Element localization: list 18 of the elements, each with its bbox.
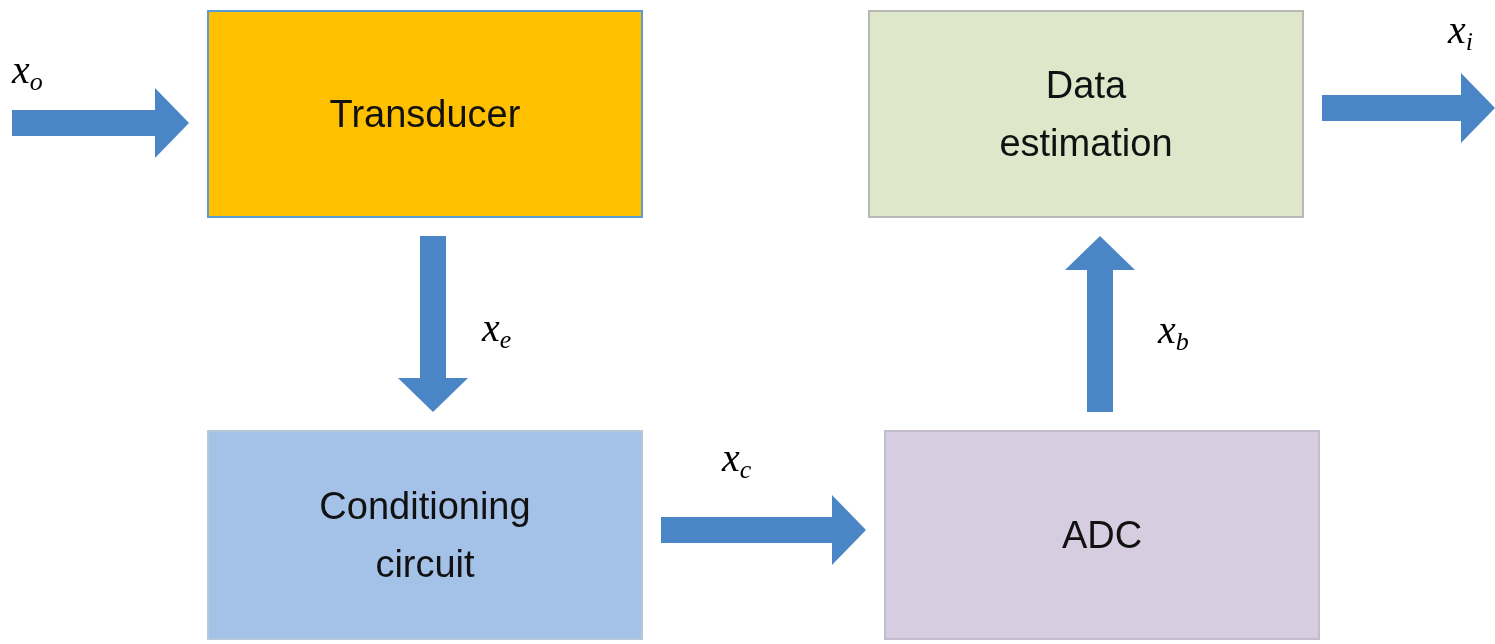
- process-box: [868, 10, 1304, 218]
- block-arrow: [661, 495, 866, 565]
- block-arrow: [1322, 73, 1495, 143]
- box-label: Transducer: [329, 92, 521, 137]
- box-label: ADC: [1061, 513, 1143, 558]
- block-arrow: [1065, 236, 1135, 412]
- signal-label: x$_{o}$: [12, 46, 43, 98]
- block-arrow: [12, 88, 189, 158]
- process-box: [207, 430, 643, 640]
- process-box: [207, 10, 643, 218]
- signal-label: x$_{e}$: [482, 304, 512, 356]
- box-label: Conditioning circuit: [318, 484, 532, 587]
- signal-label: x$_{b}$: [1158, 306, 1189, 358]
- signal-label: x$_{c}$: [722, 434, 752, 486]
- process-box: [884, 430, 1320, 640]
- box-label: Data estimation: [998, 63, 1174, 166]
- signal-label: x$_{i}$: [1448, 6, 1473, 58]
- block-arrow: [398, 236, 468, 412]
